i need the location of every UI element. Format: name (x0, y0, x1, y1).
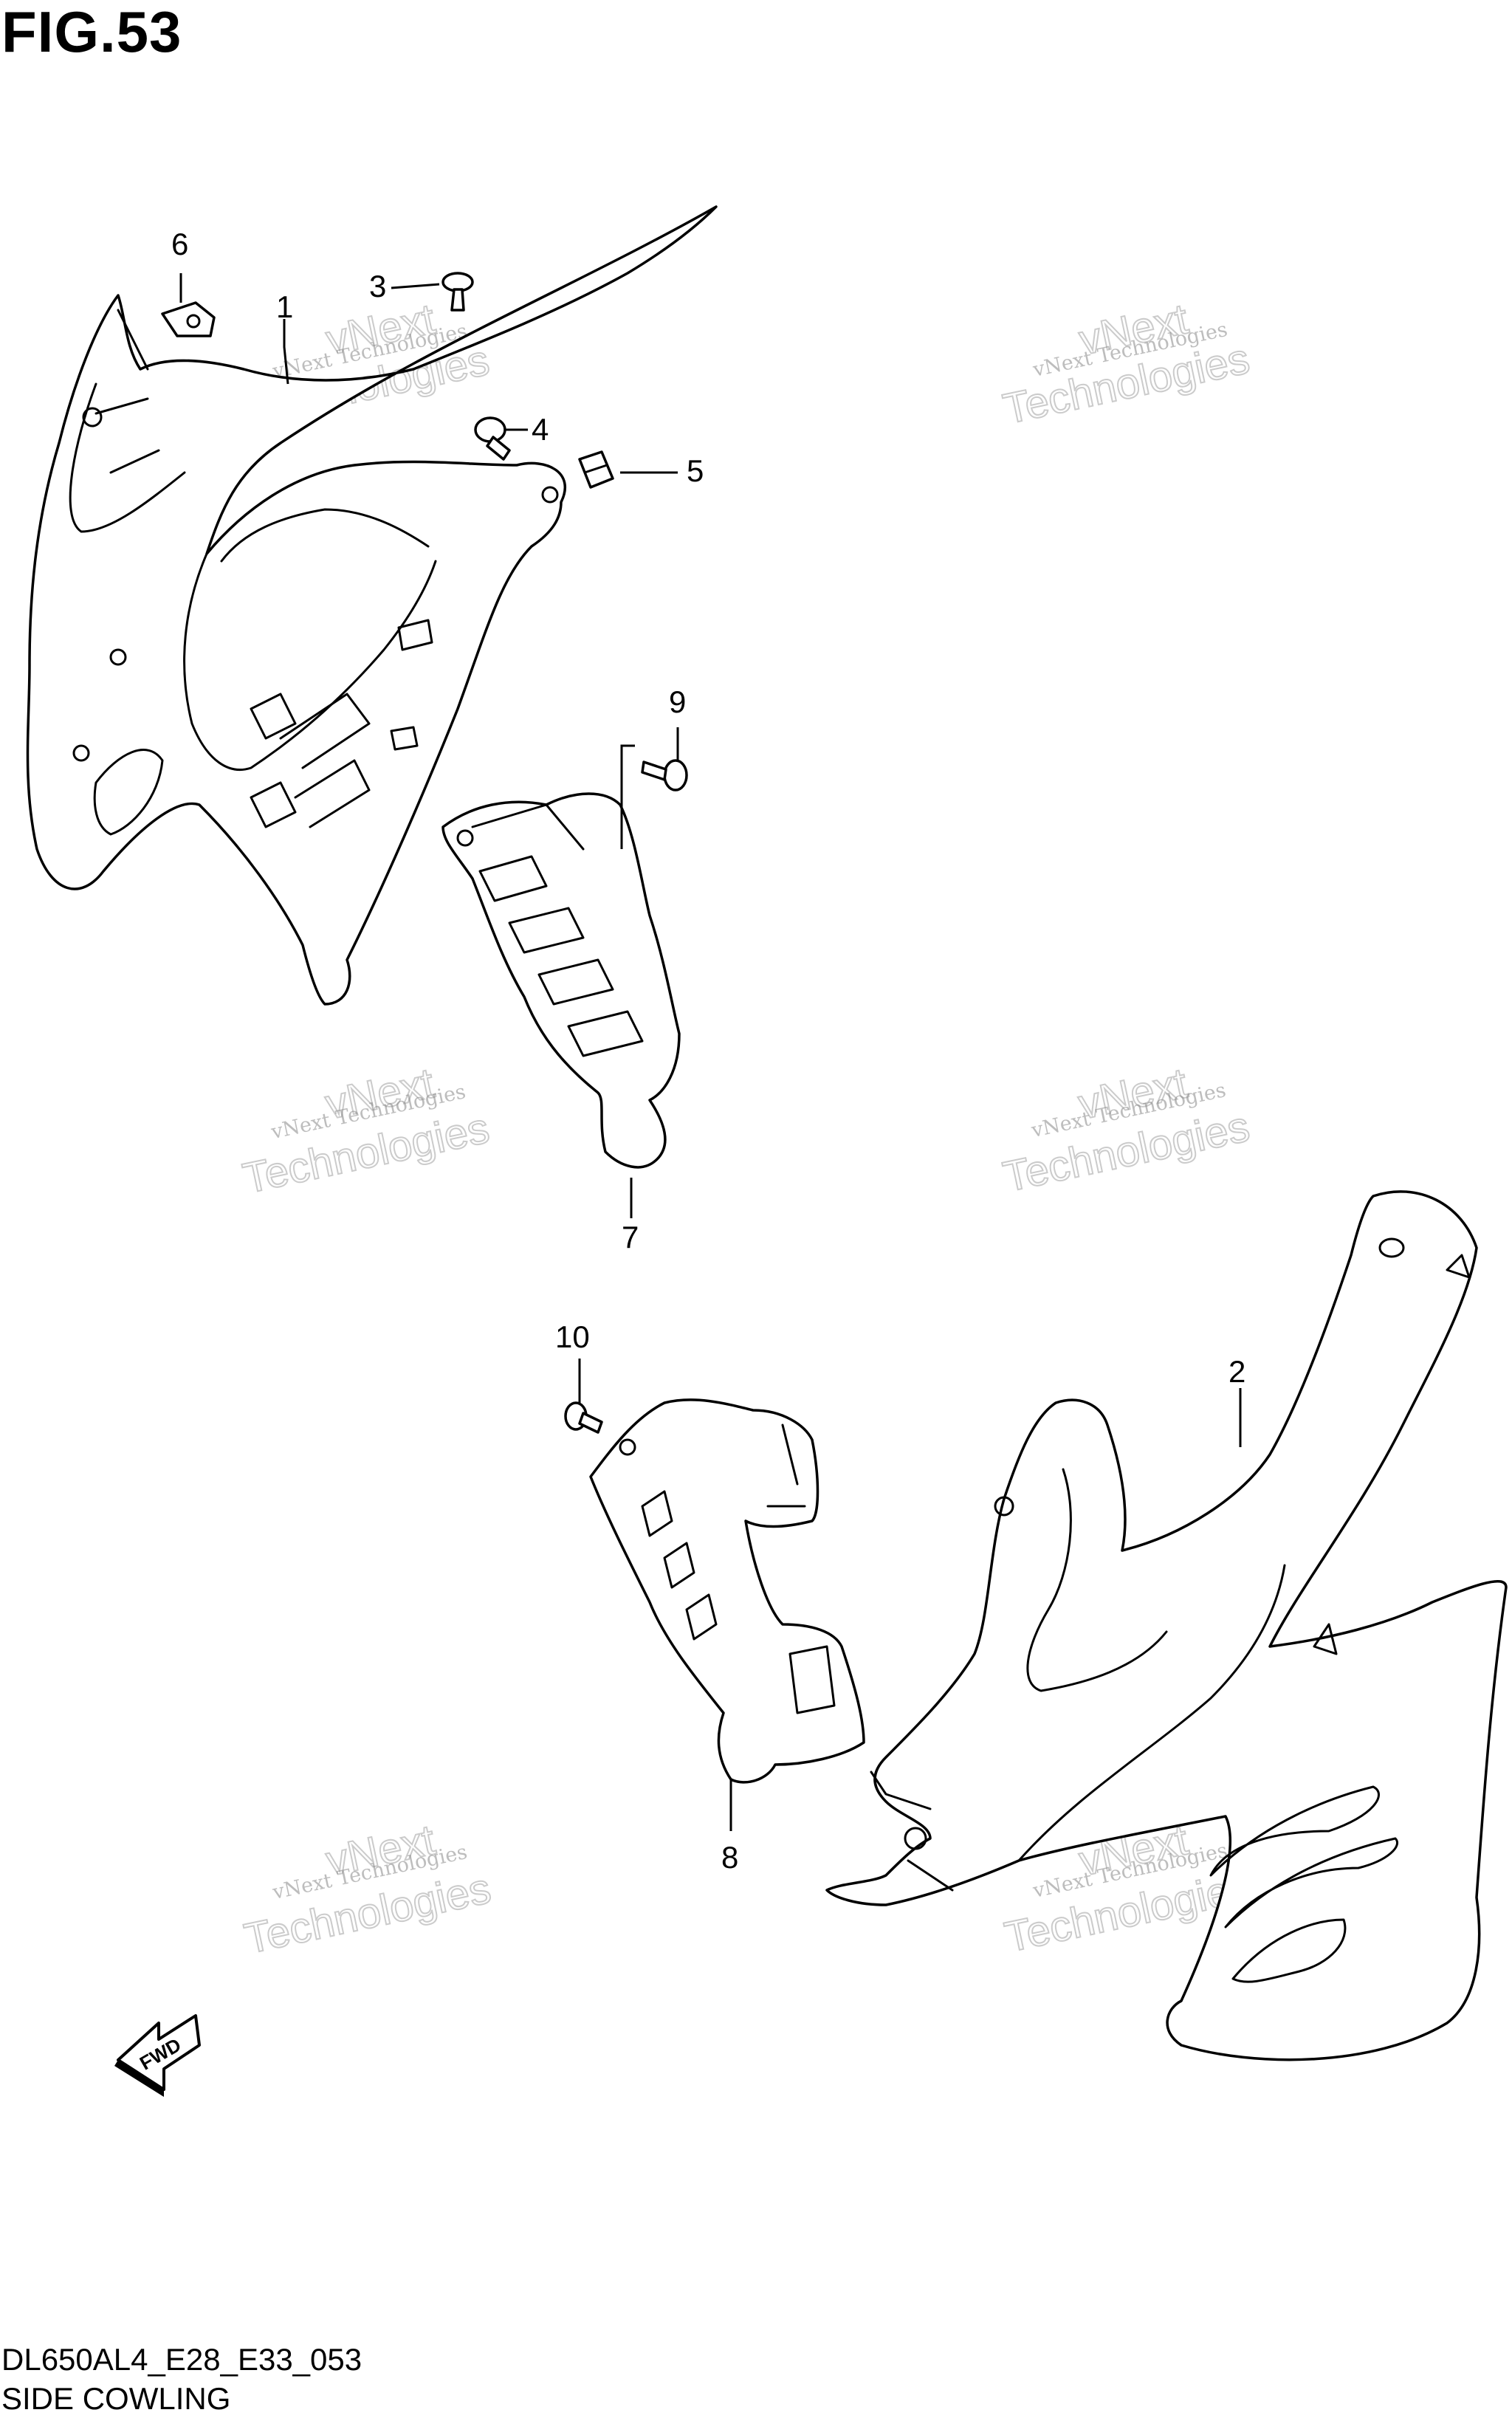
callout-2: 2 (1228, 1354, 1245, 1389)
part-6-clip (161, 301, 216, 337)
part-4-grommet (474, 416, 511, 461)
part-3-screw (441, 272, 474, 312)
callout-7: 7 (622, 1220, 639, 1254)
callout-3: 3 (369, 269, 386, 303)
watermark-top-right: Technologies vNext vNext Technologies (998, 294, 1254, 434)
watermark-mid-left: Technologies vNext vNext Technologies (238, 1058, 495, 1203)
part-9-screw (641, 759, 688, 791)
callout-10: 10 (555, 1319, 590, 1354)
callout-1: 1 (276, 289, 293, 324)
leader-lines (179, 273, 1242, 1831)
part-1-side-cowling (26, 205, 718, 1006)
callout-6: 6 (171, 227, 188, 261)
callout-numbers: 1 2 3 4 5 6 7 8 9 10 (171, 227, 1245, 1875)
part-10-screw (564, 1401, 603, 1434)
callout-5: 5 (687, 453, 704, 488)
figure-code: DL650AL4_E28_E33_053 (1, 2342, 362, 2377)
part-5-nut (578, 450, 614, 489)
part-7-inner-panel (441, 792, 681, 1169)
callout-9: 9 (669, 684, 686, 719)
callout-8: 8 (721, 1840, 738, 1875)
watermark-bottom-left: Technologies vNext vNext Technologies (240, 1815, 496, 1964)
callout-4: 4 (532, 412, 549, 447)
watermark-mid-right: Technologies vNext vNext Technologies (998, 1058, 1254, 1202)
figure-name: SIDE COWLING (1, 2381, 231, 2416)
fwd-direction-arrow: FWD (114, 2014, 201, 2097)
part-8-inner-bracket (589, 1398, 865, 1784)
part-2-lower-cowling (825, 1190, 1508, 2061)
figure-title: FIG.53 (1, 0, 182, 64)
